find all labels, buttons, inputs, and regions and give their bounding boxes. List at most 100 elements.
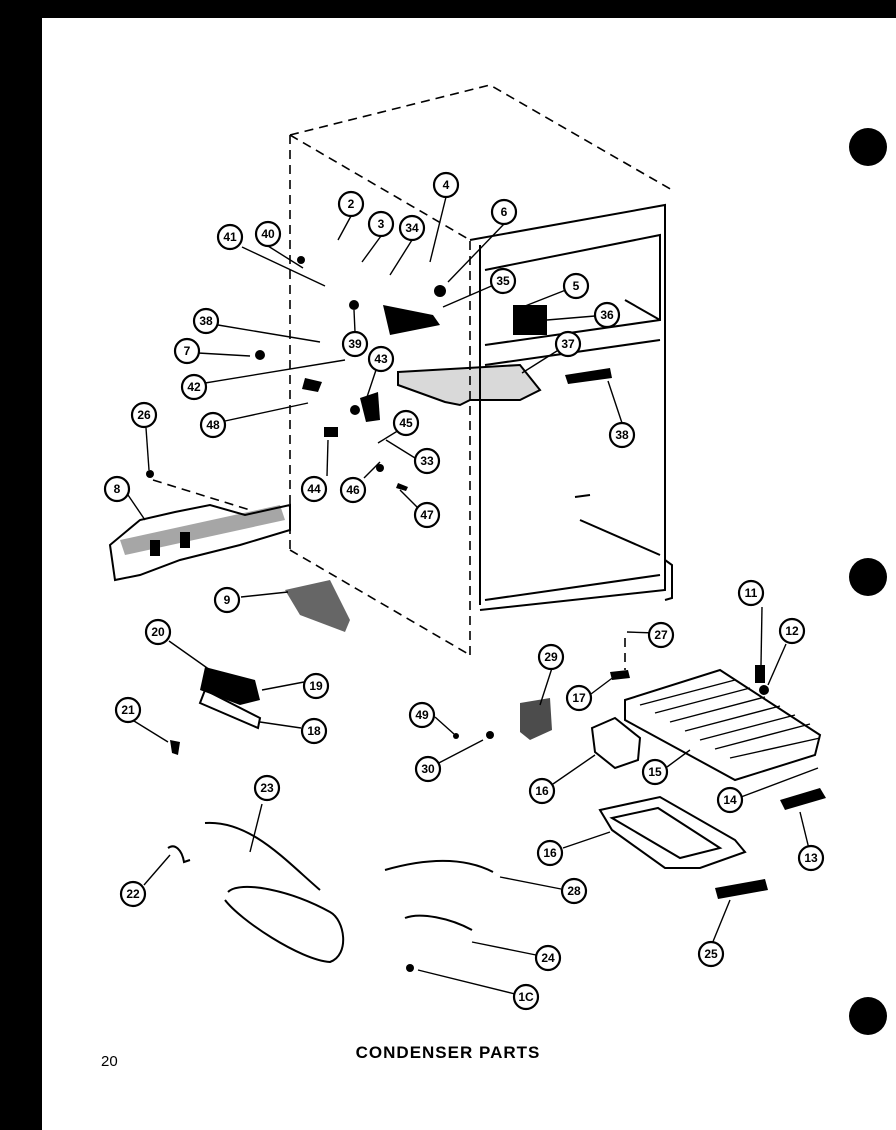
callout-23: 22	[119, 880, 147, 908]
svg-text:13: 13	[804, 851, 818, 865]
callout-24: 23	[253, 774, 281, 802]
svg-text:42: 42	[187, 380, 201, 394]
svg-text:46: 46	[346, 483, 360, 497]
callout-45: 45	[392, 409, 420, 437]
callout-34: 35	[489, 267, 517, 295]
svg-text:9: 9	[224, 593, 231, 607]
cabinet-liner	[469, 203, 673, 611]
callout-44: 44	[300, 475, 328, 503]
callout-9: 9	[213, 586, 241, 614]
callout-28: 27	[647, 621, 675, 649]
svg-text:24: 24	[541, 951, 555, 965]
svg-text:1C: 1C	[518, 990, 534, 1004]
diagram-sheet	[42, 18, 896, 1130]
svg-text:7: 7	[184, 344, 191, 358]
callout-40: 40	[254, 220, 282, 248]
callout-37: 38	[608, 421, 636, 449]
svg-text:14: 14	[723, 793, 737, 807]
svg-text:6: 6	[501, 205, 508, 219]
callout-8: 8	[103, 475, 131, 503]
svg-text:8: 8	[114, 482, 121, 496]
callout-20: 19	[302, 672, 330, 700]
callout-3: 3	[367, 210, 395, 238]
svg-text:15: 15	[648, 765, 662, 779]
callout-29: 28	[560, 877, 588, 905]
svg-text:16: 16	[535, 784, 549, 798]
svg-text:22: 22	[126, 887, 140, 901]
svg-text:37: 37	[561, 337, 575, 351]
callout-27: 26	[130, 401, 158, 429]
leader-lines	[127, 196, 819, 995]
callout-43: 43	[367, 345, 395, 373]
callout-22: 21	[114, 696, 142, 724]
callout-30: 29	[537, 643, 565, 671]
callout-35: 36	[593, 301, 621, 329]
svg-text:40: 40	[261, 227, 275, 241]
page-title: CONDENSER PARTS	[355, 1043, 541, 1062]
binder-hole-top	[849, 128, 887, 166]
svg-text:21: 21	[121, 703, 135, 717]
callouts: 2 3 34 4 6 35 5 36 37 38 41 40 38 7 42 4…	[103, 171, 825, 1011]
callout-12: 12	[778, 617, 806, 645]
callout-19: 18	[300, 717, 328, 745]
svg-text:25: 25	[704, 947, 718, 961]
svg-text:23: 23	[260, 781, 274, 795]
callout-13: 13	[797, 844, 825, 872]
svg-text:18: 18	[307, 724, 321, 738]
svg-text:48: 48	[206, 418, 220, 432]
callout-39: 39	[341, 330, 369, 358]
svg-text:16: 16	[543, 846, 557, 860]
svg-text:2: 2	[348, 197, 355, 211]
svg-text:19: 19	[309, 679, 323, 693]
svg-text:33: 33	[420, 454, 434, 468]
svg-text:35: 35	[496, 274, 510, 288]
svg-text:17: 17	[572, 691, 586, 705]
page-number: 20	[101, 1053, 118, 1070]
callout-14: 14	[716, 786, 744, 814]
callout-2: 2	[337, 190, 365, 218]
callout-49: 49	[408, 701, 436, 729]
callout-48: 48	[199, 411, 227, 439]
callout-38: 38	[192, 307, 220, 335]
callout-1C: 1C	[512, 983, 540, 1011]
callout-18: 17	[565, 684, 593, 712]
parts	[108, 256, 826, 972]
callout-16: 16	[536, 839, 564, 867]
svg-text:45: 45	[399, 416, 413, 430]
svg-text:20: 20	[151, 625, 165, 639]
condenser-coil	[624, 668, 822, 782]
callout-36: 37	[554, 330, 582, 358]
callout-11: 11	[737, 579, 765, 607]
svg-text:47: 47	[420, 508, 434, 522]
callout-4: 4	[432, 171, 460, 199]
callout-6: 6	[490, 198, 518, 226]
svg-text:44: 44	[307, 482, 321, 496]
callout-26: 25	[697, 940, 725, 968]
svg-text:34: 34	[405, 221, 419, 235]
callout-15: 15	[641, 758, 669, 786]
callout-31: 30	[414, 755, 442, 783]
svg-text:27: 27	[654, 628, 668, 642]
callout-21: 20	[144, 618, 172, 646]
callout-32: 33	[413, 447, 441, 475]
callout-7: 7	[173, 337, 201, 365]
svg-text:4: 4	[443, 178, 450, 192]
svg-text:26: 26	[137, 408, 151, 422]
callout-17: 16	[528, 777, 556, 805]
svg-text:38: 38	[199, 314, 213, 328]
svg-text:5: 5	[573, 279, 580, 293]
svg-text:12: 12	[785, 624, 799, 638]
svg-text:3: 3	[378, 217, 385, 231]
callout-33: 34	[398, 214, 426, 242]
svg-text:38: 38	[615, 428, 629, 442]
binder-hole-middle	[849, 558, 887, 596]
svg-text:36: 36	[600, 308, 614, 322]
svg-text:39: 39	[348, 337, 362, 351]
binder-hole-bottom	[849, 997, 887, 1035]
callout-5: 5	[562, 272, 590, 300]
svg-text:29: 29	[544, 650, 558, 664]
svg-text:28: 28	[567, 884, 581, 898]
svg-text:41: 41	[223, 230, 237, 244]
svg-text:30: 30	[421, 762, 435, 776]
